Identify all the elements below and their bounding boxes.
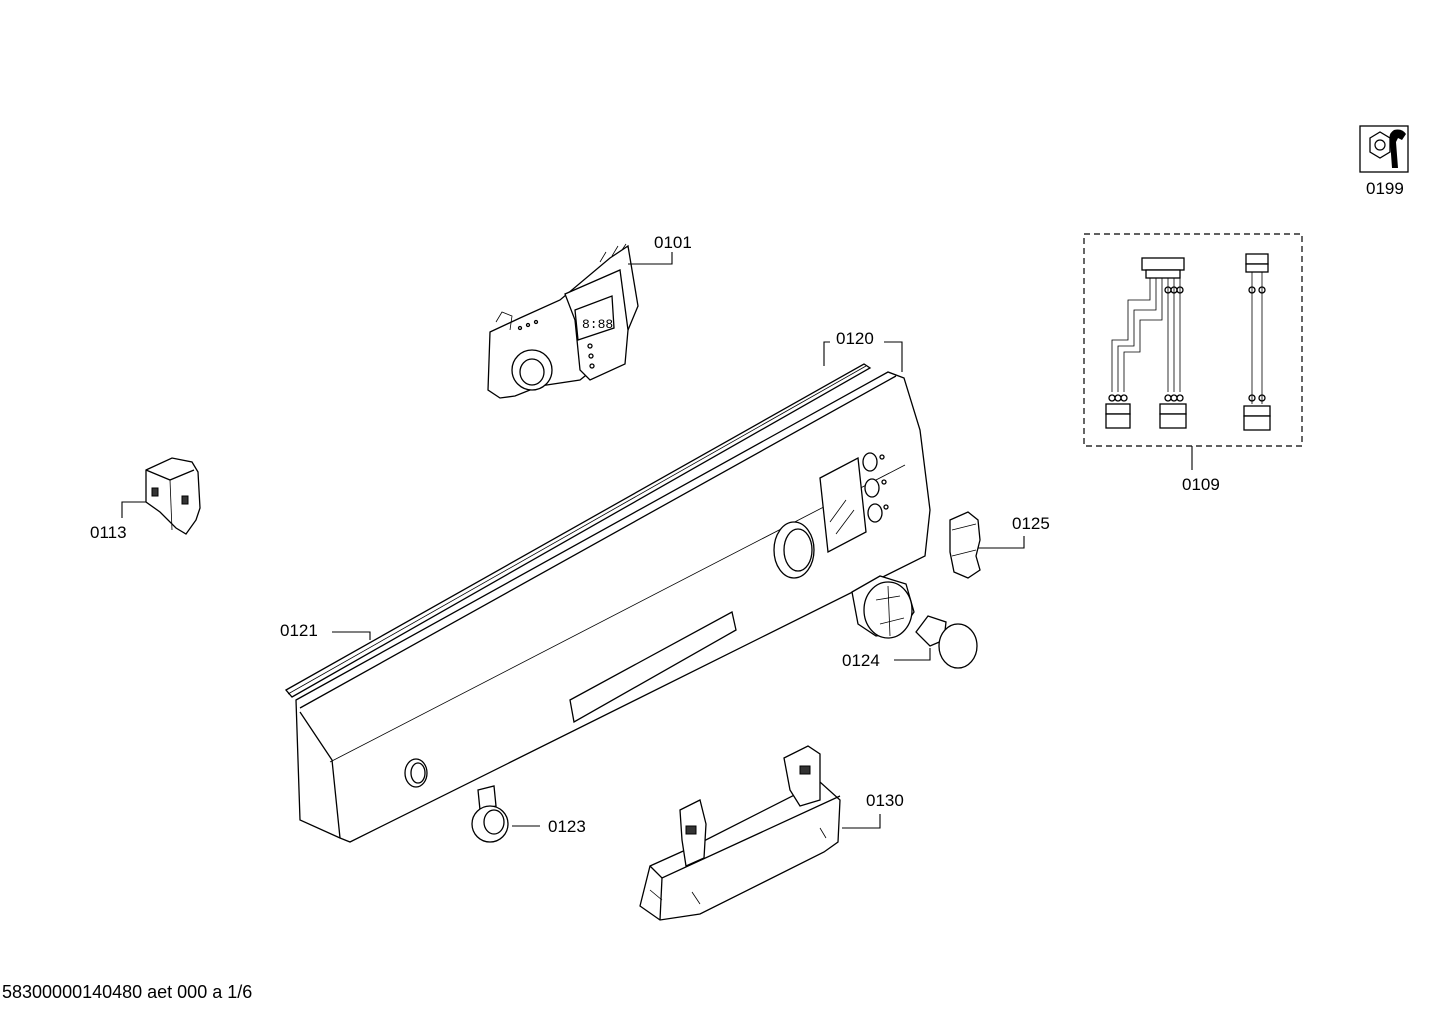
part-0109-cable-kit[interactable] [1083, 233, 1303, 447]
part-0130-cover[interactable] [639, 745, 841, 921]
label-0125: 0125 [1012, 514, 1050, 533]
part-0125-clip[interactable] [949, 511, 981, 579]
part-0121-strip[interactable] [284, 363, 872, 698]
label-0101: 0101 [654, 233, 692, 252]
label-0130: 0130 [866, 791, 904, 810]
label-0113: 0113 [90, 523, 127, 542]
part-0120-control-panel[interactable] [295, 371, 931, 843]
part-0113-bracket[interactable] [145, 457, 201, 535]
part-0101-electronic-module[interactable]: 8:88 [487, 243, 639, 399]
part-0124-knob[interactable] [851, 575, 978, 669]
service-kit-icon [1359, 125, 1409, 173]
drawing-reference: 58300000140480 aet 000 a 1/6 [2, 982, 253, 1002]
label-0120: 0120 [836, 329, 874, 348]
svg-text:8:88: 8:88 [582, 317, 613, 332]
label-0199: 0199 [1366, 179, 1404, 198]
part-0123-cap[interactable] [471, 785, 509, 843]
leader-lines [121, 252, 1193, 829]
label-0124: 0124 [842, 651, 880, 670]
label-0121: 0121 [280, 621, 318, 640]
label-0109: 0109 [1182, 475, 1220, 494]
label-0123: 0123 [548, 817, 586, 836]
